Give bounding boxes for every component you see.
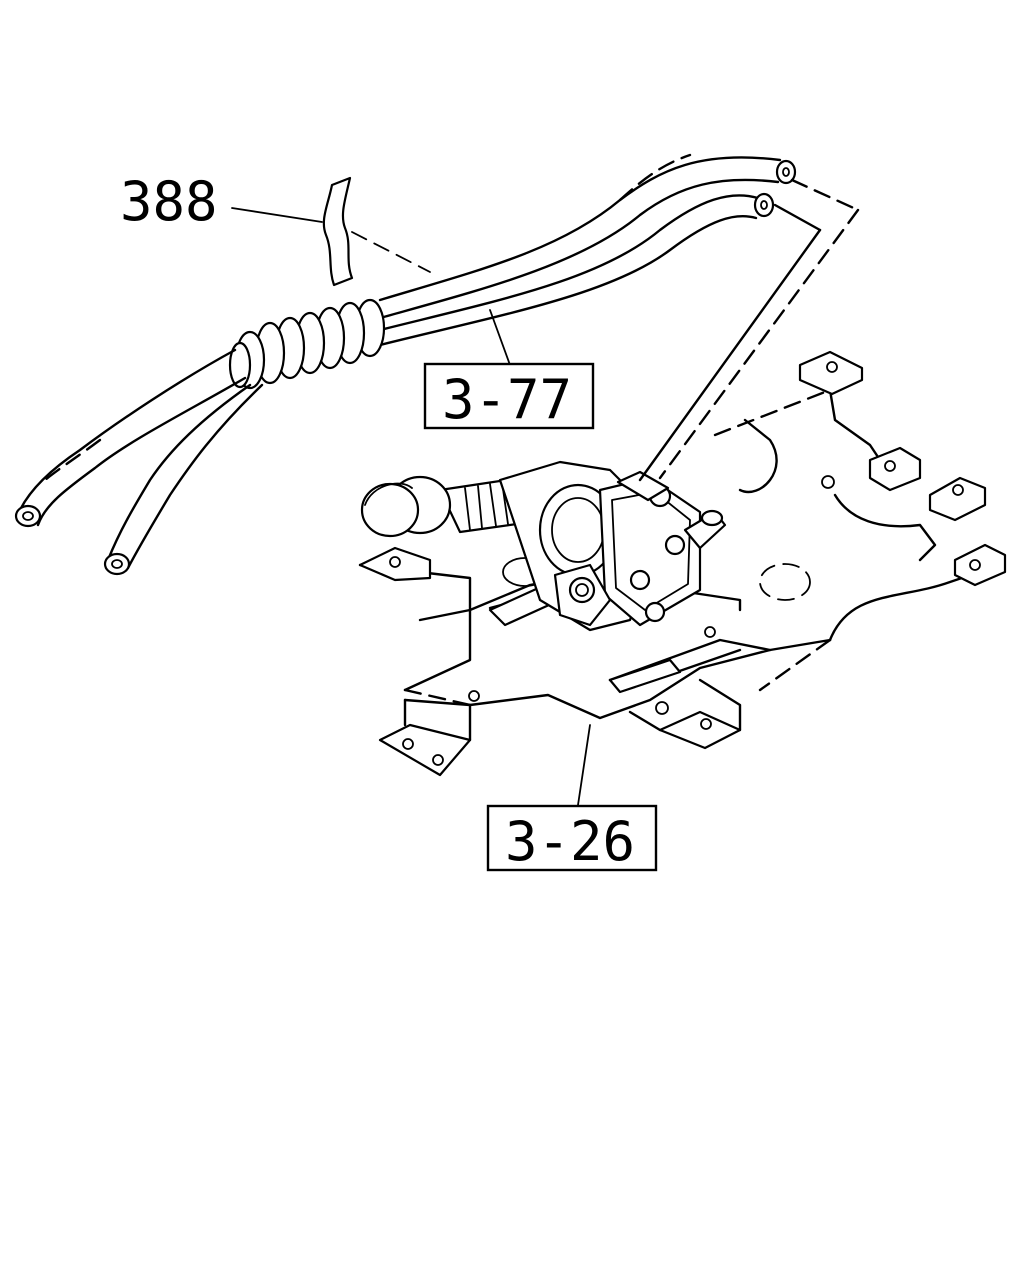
corrugated-sleeve [228,298,386,390]
callout-3-26-text: 3-26 [505,810,635,873]
leader-lines [231,207,591,806]
callout-3-77-text: 3-77 [442,368,572,431]
mounting-bracket [358,350,1007,777]
callout-388: 388 [120,170,218,233]
valve-assembly [360,460,727,632]
callout-388-text: 388 [120,170,218,233]
vacuum-hoses [14,153,860,576]
callout-3-77: 3-77 [423,362,595,431]
callout-3-26: 3-26 [486,804,658,873]
hose-clip [322,176,354,287]
